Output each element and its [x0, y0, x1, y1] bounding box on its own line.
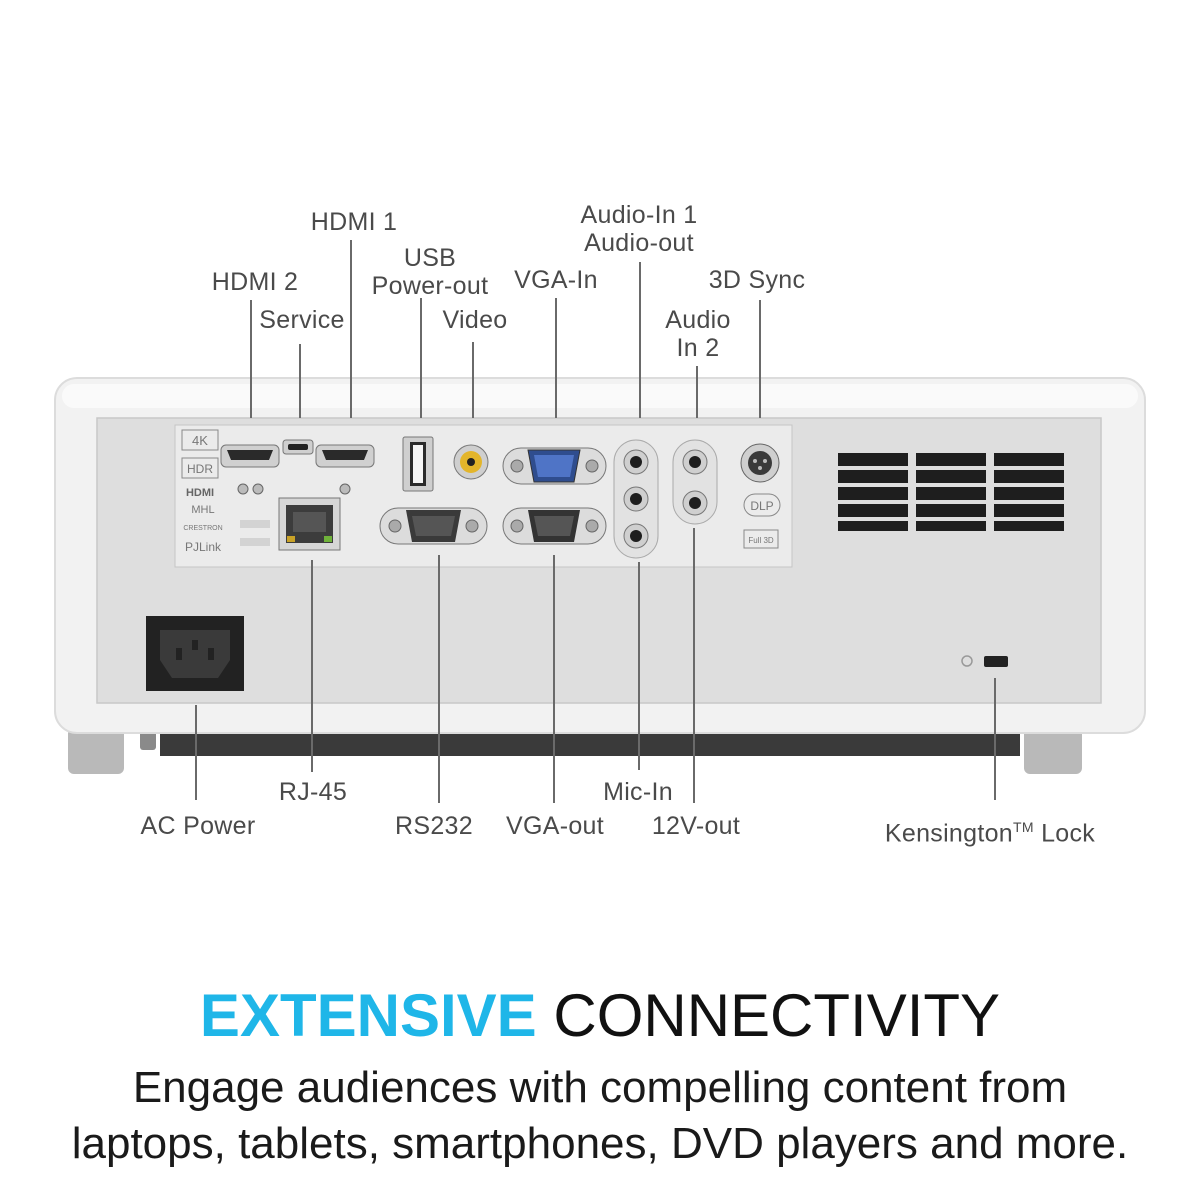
- callout-line-ac-power: [195, 705, 197, 800]
- label-usb: USB Power-out: [371, 244, 489, 300]
- label-3d-sync: 3D Sync: [708, 266, 806, 294]
- logo-hdmi: HDMI: [186, 487, 214, 499]
- label-12v-out: 12V-out: [651, 812, 741, 840]
- logo-4k: 4K: [192, 433, 208, 448]
- label-audio-in1: Audio-In 1 Audio-out: [580, 201, 698, 257]
- callout-line-vga-in: [555, 298, 557, 418]
- callout-line-12v-out: [693, 528, 695, 803]
- foot-right: [1024, 728, 1082, 774]
- callout-line-usb: [420, 298, 422, 418]
- headline: EXTENSIVE CONNECTIVITY: [0, 982, 1200, 1050]
- logo-pjlink: PJLink: [185, 540, 222, 554]
- label-rs232: RS232: [395, 812, 473, 840]
- label-mic-in: Mic-In: [603, 778, 673, 806]
- callout-line-vga-out: [553, 555, 555, 803]
- label-vga-out: VGA-out: [506, 812, 604, 840]
- label-hdmi1: HDMI 1: [310, 208, 398, 236]
- mic-in-jack: [623, 523, 649, 549]
- label-ac-power: AC Power: [140, 812, 256, 840]
- 3d-sync-port: [740, 443, 780, 483]
- hdmi1-port: [315, 444, 375, 495]
- video-rca-port: [453, 444, 489, 480]
- callout-line-hdmi2: [250, 300, 252, 418]
- 12v-out-jack: [682, 490, 708, 516]
- kensington-slot: [961, 655, 1008, 667]
- label-hdmi2: HDMI 2: [211, 268, 299, 296]
- headline-accent: EXTENSIVE: [199, 982, 537, 1049]
- usb-port: [402, 436, 434, 492]
- tagline-line2: laptops, tablets, smartphones, DVD playe…: [71, 1119, 1129, 1168]
- label-video: Video: [442, 306, 508, 334]
- callout-line-kensington: [994, 678, 996, 800]
- service-port: [282, 439, 314, 455]
- callout-line-rs232: [438, 555, 440, 803]
- callout-line-rj45: [311, 560, 313, 772]
- headline-rest: CONNECTIVITY: [553, 982, 1001, 1049]
- logo-crestron: CRESTRON: [183, 525, 222, 532]
- callout-line-service: [299, 344, 301, 418]
- logo-mhl: MHL: [191, 504, 214, 516]
- audio-in1-jack: [623, 449, 649, 475]
- label-audio-in2: Audio In 2: [665, 306, 731, 362]
- callout-line-hdmi1: [350, 240, 352, 418]
- callout-line-audio-in2: [696, 366, 698, 418]
- hdmi2-port: [220, 444, 280, 495]
- vga-out-port: [502, 507, 607, 545]
- label-kensington-lock: KensingtonTM Lock: [884, 819, 1096, 848]
- callout-line-mic-in: [638, 562, 640, 770]
- logo-hdr: HDR: [187, 462, 213, 476]
- vga-in-port: [502, 447, 607, 485]
- foot-left: [68, 728, 124, 774]
- label-service: Service: [259, 306, 345, 334]
- audio-in2-jack: [682, 449, 708, 475]
- logo-full3d: Full 3D: [748, 536, 774, 545]
- label-vga-in: VGA-In: [514, 266, 598, 294]
- logo-dlp: DLP: [750, 499, 773, 513]
- ac-power-socket: [146, 616, 244, 691]
- callout-line-3d-sync: [759, 300, 761, 418]
- tagline-line1: Engage audiences with compelling content…: [132, 1063, 1068, 1112]
- audio-out-jack: [623, 486, 649, 512]
- projector-rear-illustration: 4K HDR HDMI MHL CRESTRON PJLink: [54, 377, 1146, 774]
- rj45-port: [278, 497, 341, 551]
- callout-line-video: [472, 342, 474, 418]
- callout-line-audio-in1: [639, 262, 641, 418]
- rs232-port: [379, 507, 488, 545]
- vent-grille: [838, 453, 1064, 531]
- label-rj45: RJ-45: [278, 778, 348, 806]
